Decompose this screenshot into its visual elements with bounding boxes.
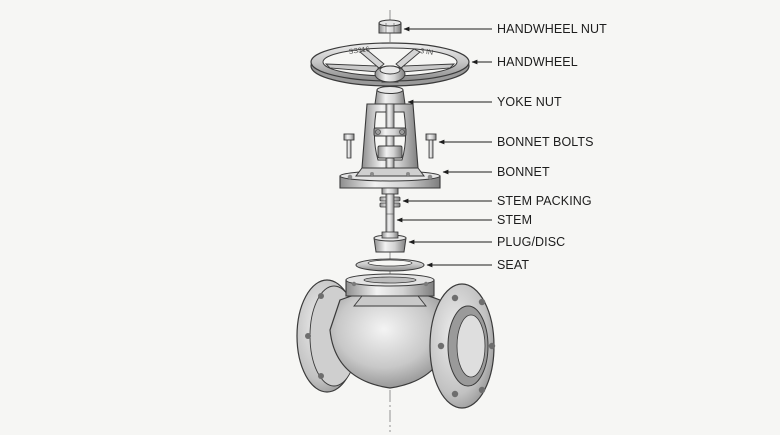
label-bonnet: BONNET	[497, 165, 550, 179]
label-stem-packing: STEM PACKING	[497, 194, 592, 208]
plug-disc-part	[373, 231, 407, 253]
label-stem: STEM	[497, 213, 533, 227]
handwheel-marking-right: 3 IN	[420, 48, 434, 57]
label-handwheel-nut: HANDWHEEL NUT	[497, 22, 607, 36]
label-bonnet-bolts: BONNET BOLTS	[497, 135, 594, 149]
label-handwheel: HANDWHEEL	[497, 55, 578, 69]
label-seat: SEAT	[497, 258, 530, 272]
yoke-and-bonnet-part	[339, 86, 441, 195]
stem-part	[385, 193, 395, 239]
label-yoke-nut: YOKE NUT	[497, 95, 562, 109]
bonnet-bolts-part	[343, 133, 437, 159]
handwheel-marking-left: SS316	[348, 46, 370, 56]
handwheel-part: SS316 3 IN	[310, 42, 470, 87]
seat-part	[355, 258, 425, 272]
leader-lines	[396, 26, 492, 268]
valve-body-part	[296, 273, 496, 409]
label-plug-disc: PLUG/DISC	[497, 235, 566, 249]
handwheel-nut-part	[378, 19, 402, 34]
